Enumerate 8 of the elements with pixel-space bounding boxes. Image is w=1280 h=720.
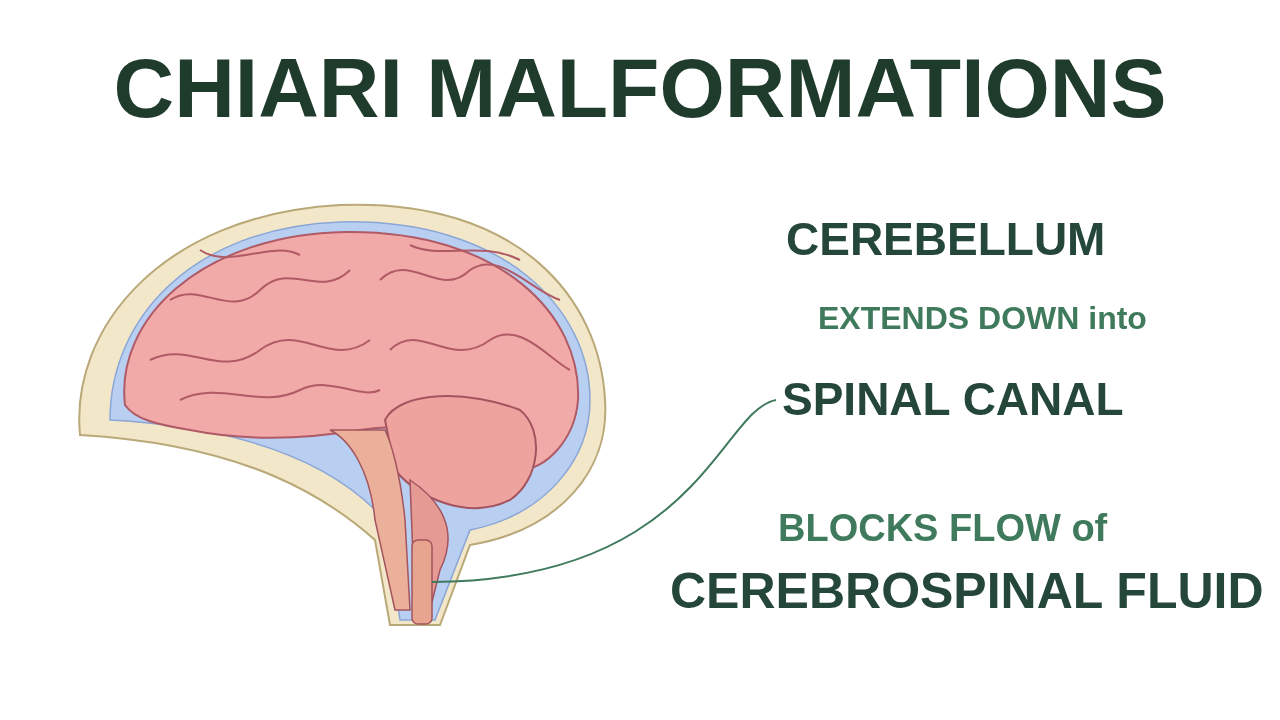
spinal-canal — [411, 539, 433, 625]
annotation-label: BLOCKS FLOW of — [778, 507, 1108, 550]
leader-line — [431, 399, 777, 583]
title: CHIARI MALFORMATIONS — [112, 40, 1168, 137]
annotation-label: SPINAL CANAL — [782, 372, 1124, 426]
annotation-label: CEREBELLUM — [786, 212, 1106, 266]
annotation-label: CEREBROSPINAL FLUID — [670, 562, 1264, 620]
annotation-label: EXTENDS DOWN into — [818, 300, 1147, 337]
